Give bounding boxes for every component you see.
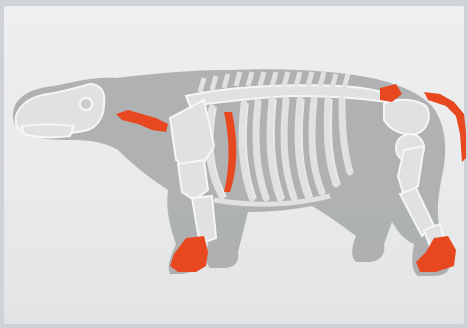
skull <box>16 84 105 137</box>
